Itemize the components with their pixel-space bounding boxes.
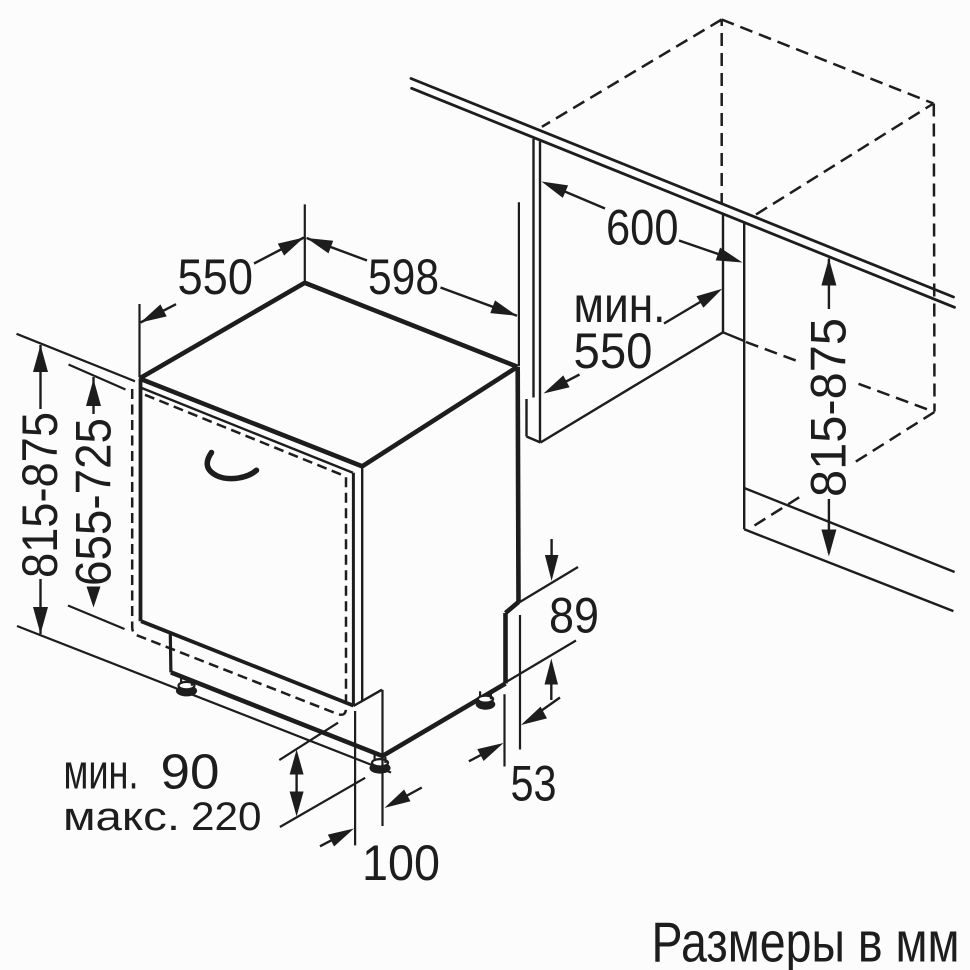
svg-text:815-875: 815-875 xyxy=(12,412,68,578)
svg-text:Размеры в мм: Размеры в мм xyxy=(652,911,960,970)
svg-text:89: 89 xyxy=(549,588,599,644)
svg-text:550: 550 xyxy=(178,249,254,305)
svg-text:655-725: 655-725 xyxy=(66,418,122,586)
svg-text:598: 598 xyxy=(368,249,439,305)
svg-text:мин.: мин. xyxy=(64,746,139,800)
svg-text:53: 53 xyxy=(511,756,557,812)
svg-text:100: 100 xyxy=(362,835,440,891)
svg-text:90: 90 xyxy=(161,746,220,800)
svg-text:600: 600 xyxy=(606,200,679,256)
svg-text:мин.: мин. xyxy=(574,277,666,333)
svg-text:макс.: макс. xyxy=(63,795,180,839)
svg-text:220: 220 xyxy=(191,795,262,839)
svg-text:550: 550 xyxy=(574,323,653,379)
svg-text:815-875: 815-875 xyxy=(801,318,857,497)
